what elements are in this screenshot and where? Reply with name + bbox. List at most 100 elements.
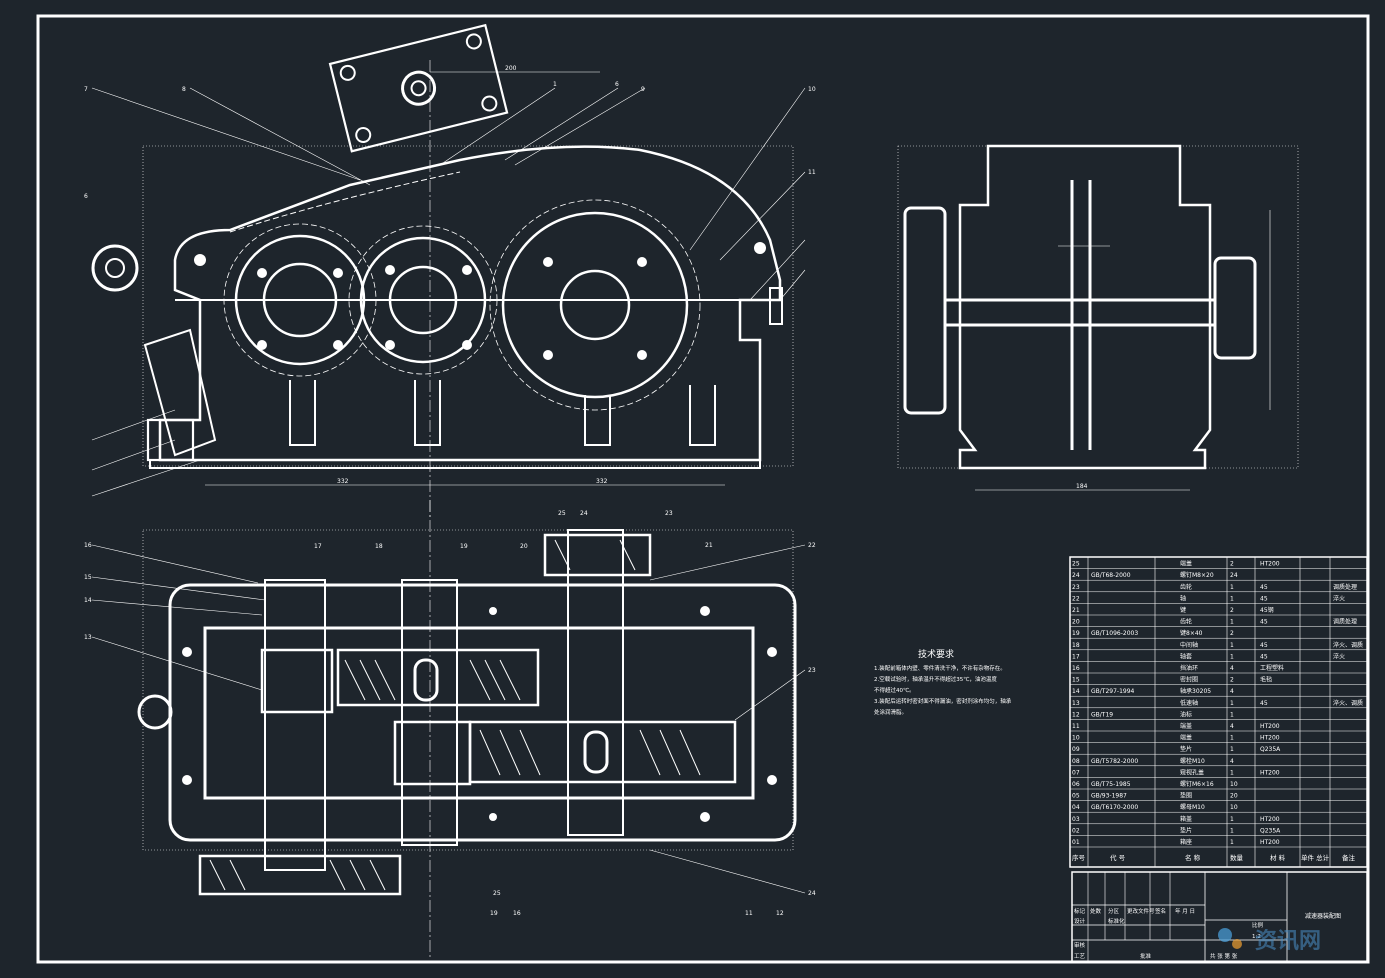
bom-cell: 19 (1072, 630, 1080, 637)
bom-cell: 端盖 (1180, 722, 1192, 730)
bom-cell: GB/T68-2000 (1091, 572, 1131, 579)
bom-cell: HT200 (1260, 723, 1280, 730)
plan-leader-labels: 16 15 14 13 17 18 19 20 25 24 23 22 21 2… (84, 510, 816, 917)
tb-mark: 标记 (1074, 907, 1086, 915)
bom-cell: 07 (1072, 769, 1080, 776)
bom-header-cell: 备注 (1342, 853, 1356, 862)
bom-cell: 调质处理 (1333, 618, 1357, 626)
label-20: 20 (520, 543, 528, 550)
title-block-text: 减速器装配图 标记 设计 审核 工艺 处数 分区 更改文件号 签名 年 月 日 … (1074, 907, 1341, 960)
label-25: 25 (558, 510, 566, 517)
bom-cell: 16 (1072, 665, 1080, 672)
label-19: 19 (460, 543, 468, 550)
bom-cell: 45 (1260, 619, 1268, 626)
bom-cell: 03 (1072, 816, 1080, 823)
label-22: 22 (808, 542, 816, 549)
bom-cell: 密封圈 (1180, 676, 1198, 684)
bom-cell: 箱盖 (1180, 815, 1192, 823)
bom-cell: 2 (1230, 630, 1234, 637)
bom-cell: HT200 (1260, 816, 1280, 823)
label-23: 23 (665, 510, 673, 517)
bom-cell: 淬火 (1333, 652, 1345, 660)
label-11: 11 (808, 169, 816, 176)
bom-cell: 1 (1230, 619, 1234, 626)
bom-cell: HT200 (1260, 561, 1280, 568)
tb-approve: 批准 (1140, 952, 1152, 960)
bom-cell: HT200 (1260, 839, 1280, 846)
label-16b: 16 (513, 910, 521, 917)
bom-cell: 1 (1230, 827, 1234, 834)
label-10: 10 (808, 86, 816, 93)
label-15: 15 (84, 574, 92, 581)
bom-cell: 2 (1230, 607, 1234, 614)
bom-cell: 调质处理 (1333, 583, 1357, 591)
label-16: 16 (84, 542, 92, 549)
tech-line-3: 不得超过40℃。 (874, 686, 915, 694)
bom-cell: 淬火 (1333, 594, 1345, 602)
bom-cell: 工程塑料 (1260, 664, 1284, 672)
bom-cell: 1 (1230, 816, 1234, 823)
bom-cell: GB/T5782-2000 (1091, 758, 1138, 765)
bom-cell: 45 (1260, 642, 1268, 649)
plan-view (137, 500, 797, 960)
bom-cell: 窥视孔盖 (1180, 768, 1204, 776)
bom-cell: 1 (1230, 584, 1234, 591)
bom-cell: 淬火、调质 (1333, 641, 1363, 649)
bom-cell: Q235A (1260, 746, 1281, 753)
bom-cell: 1 (1230, 711, 1234, 718)
bom-cell: 螺栓M10 (1180, 757, 1205, 765)
tb-col-5: 年 月 日 (1175, 907, 1195, 915)
bom-cell: HT200 (1260, 769, 1280, 776)
bom-cell: 10 (1230, 781, 1238, 788)
label-24b: 24 (808, 890, 816, 897)
bom-cell: 螺母M10 (1180, 803, 1205, 811)
bom-cell: 24 (1072, 572, 1080, 579)
bom-cell: 端盖 (1180, 734, 1192, 742)
bom-cell: 45 (1260, 584, 1268, 591)
bom-cell: 4 (1230, 723, 1234, 730)
bom-cell: 06 (1072, 781, 1080, 788)
front-view (91, 23, 794, 520)
bom-cell: 垫片 (1180, 745, 1192, 753)
dim-332a: 332 (337, 478, 349, 485)
label-7: 7 (84, 86, 88, 93)
bom-cell: 4 (1230, 758, 1234, 765)
label-8: 8 (182, 86, 186, 93)
dim-200: 200 (505, 65, 517, 72)
tech-line-4: 3.装配后运转时密封面不得漏油，密封剂涂布均匀，轴承 (874, 697, 1012, 705)
bom-cell: 1 (1230, 653, 1234, 660)
bom-cell: 04 (1072, 804, 1080, 811)
bom-cell: 4 (1230, 688, 1234, 695)
bom-cell: 10 (1230, 804, 1238, 811)
bom-header-cell: 数量 (1230, 853, 1244, 862)
front-bolts (194, 242, 766, 360)
bom-cell: 24 (1230, 572, 1238, 579)
tb-process: 工艺 (1074, 953, 1086, 960)
bom-cell: 45 (1260, 595, 1268, 602)
label-6b: 6 (84, 193, 88, 200)
tech-line-2: 2.空载试验时，轴承温升不得超过35℃，油池温度 (874, 675, 997, 683)
bom-cell: 1 (1230, 839, 1234, 846)
watermark-logo: 资讯网 (1218, 928, 1321, 954)
bom-cell: 10 (1072, 735, 1080, 742)
plan-bolts (182, 606, 777, 822)
tb-col-1: 处数 (1090, 907, 1102, 915)
bom-cell: 轴 (1180, 594, 1186, 602)
bom-cell: 05 (1072, 793, 1080, 800)
bom-cell: 螺钉M6×16 (1180, 780, 1214, 788)
front-leader-labels: 7 8 1 6 9 10 11 6 200 332 332 184 (84, 65, 1088, 490)
bom-cell: 垫圈 (1180, 792, 1192, 800)
tb-std: 标准化 (1108, 917, 1125, 925)
bom-cell: 13 (1072, 700, 1080, 707)
bom-cell: 1 (1230, 769, 1234, 776)
bom-cell: 箱座 (1180, 838, 1192, 846)
bom-cell: 45 (1260, 653, 1268, 660)
bom-cell: 02 (1072, 827, 1080, 834)
tb-scale-label: 比例 (1252, 921, 1264, 929)
label-9: 9 (641, 86, 645, 93)
tech-line-1: 1.装配前箱体内壁、零件清洗干净，不许有杂物存在。 (874, 664, 1006, 672)
bom-cell: 齿轮 (1180, 618, 1192, 626)
bom-cell: 端盖 (1180, 560, 1192, 568)
